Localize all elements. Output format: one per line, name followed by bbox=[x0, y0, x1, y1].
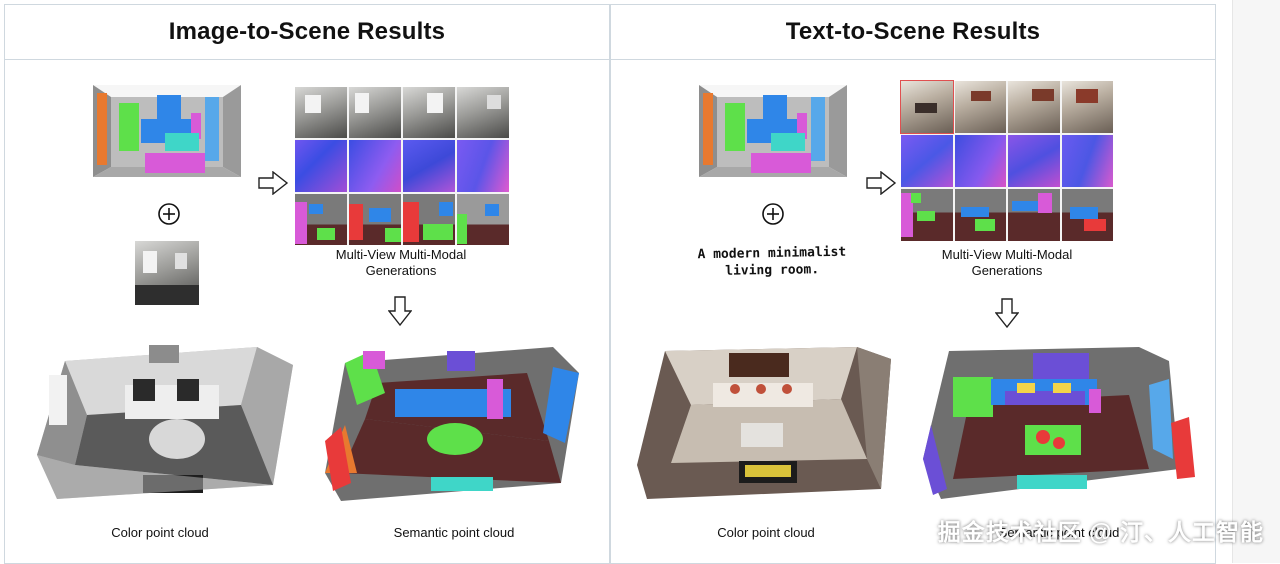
semantic-point-cloud bbox=[923, 347, 1195, 499]
grid-caption: Multi-View Multi-Modal Generations bbox=[335, 247, 467, 278]
rgb-view-tile bbox=[1061, 81, 1113, 133]
panel-title: Image-to-Scene Results bbox=[5, 5, 609, 60]
semantic-point-cloud-caption: Semantic point cloud bbox=[998, 525, 1120, 540]
panel-title: Text-to-Scene Results bbox=[611, 5, 1215, 60]
normal-view-tile bbox=[295, 140, 347, 192]
normal-view-tile bbox=[403, 140, 455, 192]
input-room-image bbox=[135, 241, 199, 305]
multiview-generation-grid bbox=[295, 87, 509, 245]
rgb-view-tile bbox=[954, 81, 1006, 133]
semantic-view-tile bbox=[1008, 189, 1060, 241]
arrow-down-icon bbox=[995, 298, 1019, 329]
layout-3d-boxes-text bbox=[699, 85, 847, 177]
semantic-view-tile bbox=[295, 193, 347, 245]
arrow-right-icon bbox=[258, 171, 289, 195]
normal-view-tile bbox=[457, 140, 509, 192]
rgb-view-tile bbox=[900, 80, 954, 134]
normal-view-tile bbox=[1008, 135, 1060, 187]
color-point-cloud-caption: Color point cloud bbox=[111, 525, 209, 540]
normal-view-tile bbox=[349, 140, 401, 192]
arrow-right-icon bbox=[866, 171, 897, 195]
image-to-scene-panel: Image-to-Scene Results bbox=[4, 4, 610, 564]
semantic-view-tile bbox=[1061, 189, 1113, 241]
rgb-view-tile bbox=[457, 87, 509, 139]
semantic-view-tile bbox=[403, 193, 455, 245]
text-to-scene-panel: Text-to-Scene Results A modern minimalis… bbox=[610, 4, 1216, 564]
color-point-cloud-caption: Color point cloud bbox=[717, 525, 815, 540]
plus-icon bbox=[762, 203, 784, 225]
text-prompt: A modern minimalist living room. bbox=[697, 244, 847, 279]
normal-view-tile bbox=[954, 135, 1006, 187]
semantic-view-tile bbox=[954, 189, 1006, 241]
rgb-view-tile bbox=[295, 87, 347, 139]
arrow-down-icon bbox=[388, 296, 412, 327]
rgb-view-tile bbox=[349, 87, 401, 139]
semantic-view-tile bbox=[349, 193, 401, 245]
layout-3d-boxes-image bbox=[93, 85, 241, 177]
plus-icon bbox=[158, 203, 180, 225]
multiview-generation-grid bbox=[900, 80, 1113, 241]
semantic-view-tile bbox=[901, 189, 953, 241]
semantic-point-cloud bbox=[325, 347, 579, 501]
normal-view-tile bbox=[901, 135, 953, 187]
normal-view-tile bbox=[1061, 135, 1113, 187]
rgb-view-tile bbox=[403, 87, 455, 139]
grid-caption: Multi-View Multi-Modal Generations bbox=[941, 247, 1073, 278]
rgb-view-tile bbox=[1008, 81, 1060, 133]
semantic-view-tile bbox=[457, 193, 509, 245]
semantic-point-cloud-caption: Semantic point cloud bbox=[393, 525, 515, 540]
page-side-strip bbox=[1232, 0, 1280, 563]
color-point-cloud bbox=[637, 347, 891, 499]
watermark-text: 掘金技术社区 @ 汀、人工智能 bbox=[937, 519, 1264, 545]
color-point-cloud bbox=[37, 345, 293, 499]
